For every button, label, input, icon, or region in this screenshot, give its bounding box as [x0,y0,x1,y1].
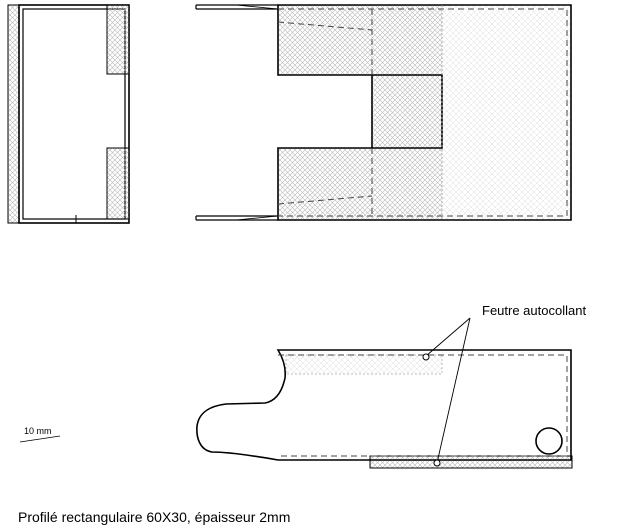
scale-label: 10 mm [24,426,52,436]
side-view-outline [196,349,572,461]
profile-outer-wall [18,4,130,224]
end-view [7,4,130,224]
top-tab-taper [235,4,279,10]
bottom-tab [195,215,278,221]
drawing-caption: Profilé rectangulaire 60X30, épaisseur 2… [18,509,291,525]
felt-pad-top [106,4,130,75]
felt-strip-bottom [369,455,573,469]
scale-bar: 10 mm [19,426,61,443]
top-view-hidden-wall [278,8,568,217]
felt-area-right [442,5,571,220]
side-view: Feutre autocollant [196,303,586,469]
top-view [195,4,572,221]
felt-label: Feutre autocollant [482,303,586,318]
bottom-tab-taper [235,215,279,221]
leader-line-bottom [436,317,471,464]
felt-pad-bottom [106,147,130,220]
top-view-notch [372,74,443,149]
hole-circle [535,427,563,455]
felt-strip-top [285,354,443,375]
top-view-outline [277,4,572,221]
top-tab [195,4,278,10]
felt-area-bottom [278,148,442,220]
leader-dot-bottom [433,459,441,467]
felt-area-middle [372,75,442,148]
profile-inner-wall [22,8,126,220]
scale-line [19,435,61,443]
leader-line-top [425,317,471,357]
leader-dot-top [422,353,430,361]
felt-strip-left [7,4,20,224]
side-view-hidden-wall [278,354,568,457]
top-view-hidden-taper [277,21,373,205]
felt-area-top [278,5,442,75]
